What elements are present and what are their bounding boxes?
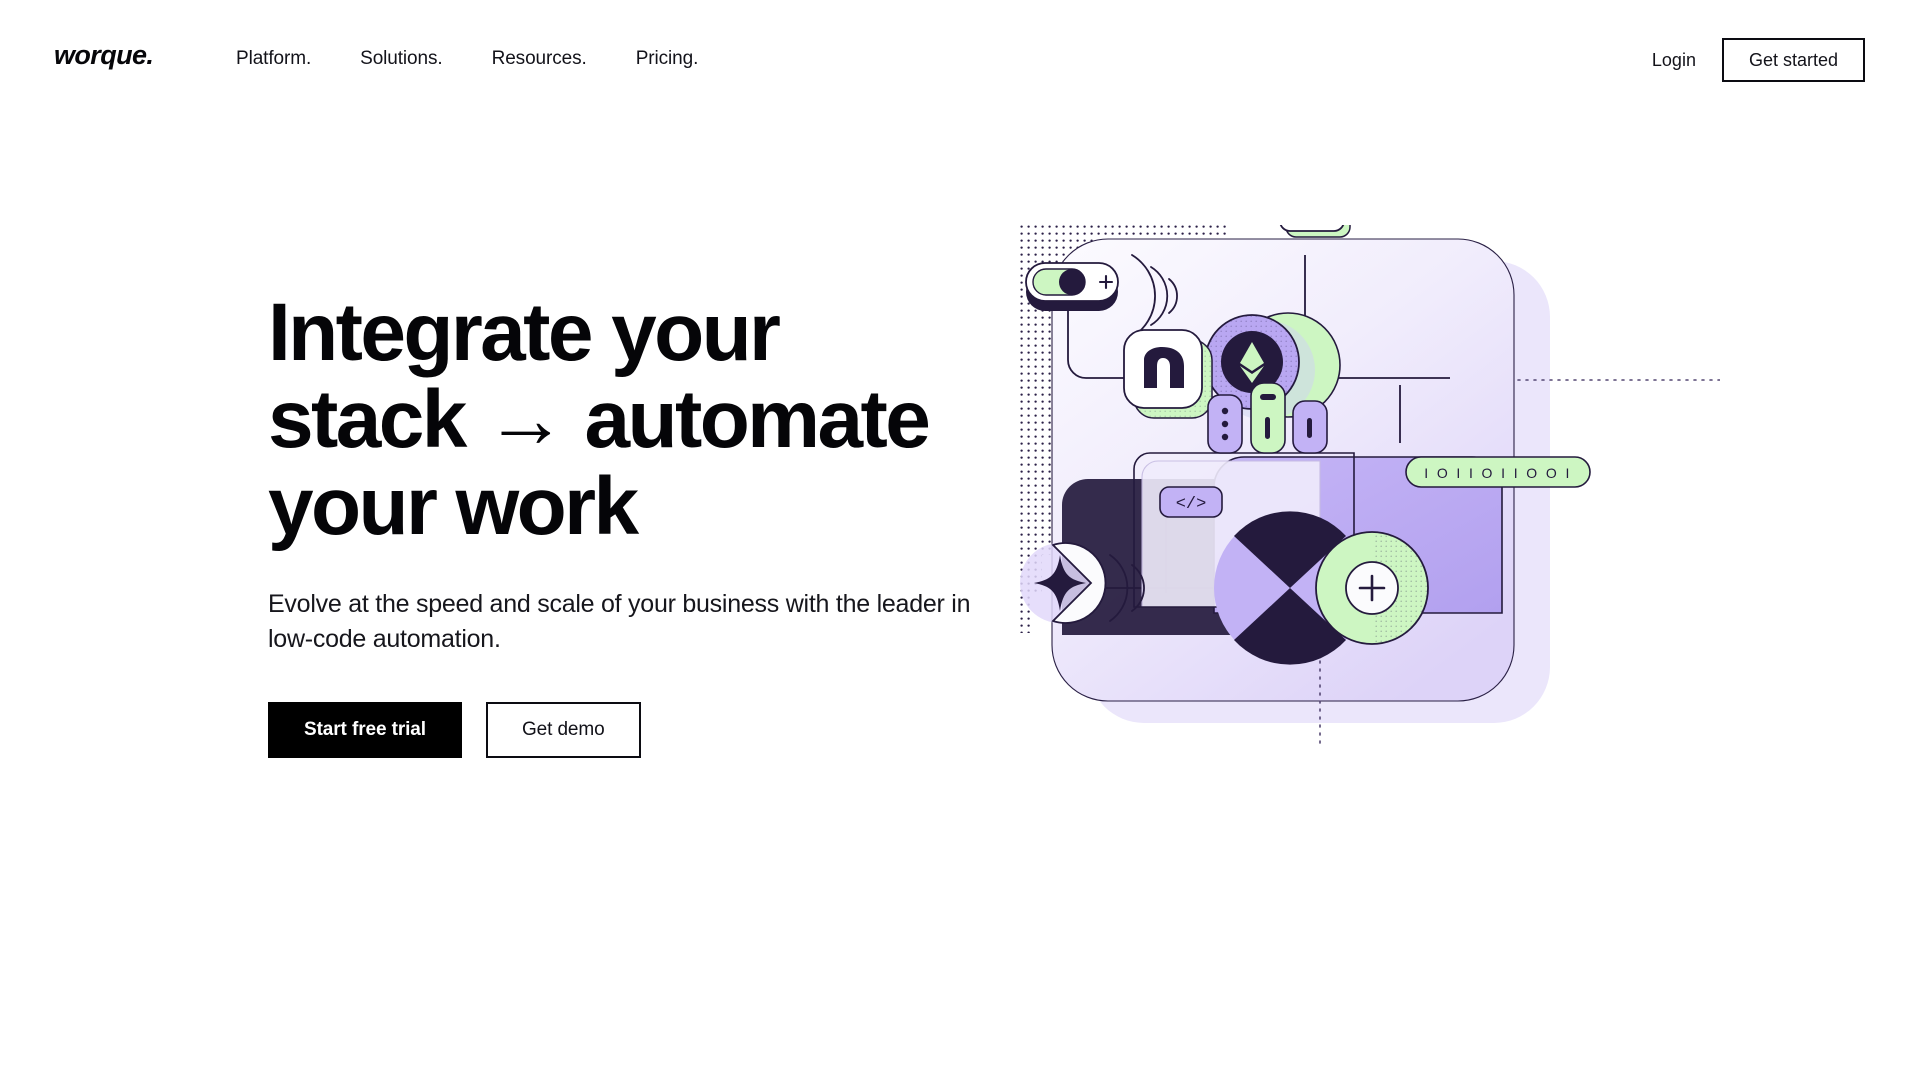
hero-subheadline: Evolve at the speed and scale of your bu… <box>268 589 977 654</box>
login-link[interactable]: Login <box>1651 49 1696 70</box>
widget-pill-dots <box>1207 394 1243 454</box>
hero-section: Integrate your stack → automate your wor… <box>268 287 988 758</box>
code-badge-label: </> <box>1176 495 1207 514</box>
toggle-switch[interactable] <box>1025 262 1119 311</box>
binary-pill: I O I I O I I O O I <box>1405 456 1591 488</box>
primary-nav: Platform. Solutions. Resources. Pricing. <box>236 48 698 70</box>
hero-cta-group: Start free trial Get demo <box>268 701 988 758</box>
brand-logo[interactable]: worque. <box>54 40 154 70</box>
nav-item-solutions[interactable]: Solutions. <box>360 48 443 69</box>
list-card <box>1279 225 1351 238</box>
code-badge: </> <box>1159 486 1223 518</box>
add-node-button[interactable] <box>1315 531 1429 645</box>
signal-arcs-bottom <box>1109 554 1145 622</box>
widget-pill-bar <box>1292 400 1328 454</box>
binary-pill-label: I O I I O I I O O I <box>1424 465 1572 481</box>
automation-diagram: </> I O I I O I I O O I <box>1020 225 1720 746</box>
get-demo-button[interactable]: Get demo <box>485 701 641 758</box>
sparkle-node <box>1020 542 1107 624</box>
signal-arcs-top <box>1131 254 1178 338</box>
nav-actions: Login Get started <box>1652 38 1865 82</box>
nav-item-resources[interactable]: Resources. <box>491 48 587 69</box>
pie-bowtie-graphic <box>1214 511 1366 665</box>
start-free-trial-button[interactable]: Start free trial <box>268 701 462 758</box>
hero-illustration: </> I O I I O I I O O I <box>1020 225 1720 855</box>
app-node-card <box>1123 329 1213 419</box>
nav-item-platform[interactable]: Platform. <box>236 48 312 69</box>
hero-headline: Integrate your stack → automate your wor… <box>268 287 949 552</box>
nav-item-pricing[interactable]: Pricing. <box>635 48 699 69</box>
get-started-button[interactable]: Get started <box>1721 38 1865 82</box>
site-header: worque. Platform. Solutions. Resources. … <box>0 0 1919 100</box>
widget-pill-green <box>1250 382 1286 454</box>
